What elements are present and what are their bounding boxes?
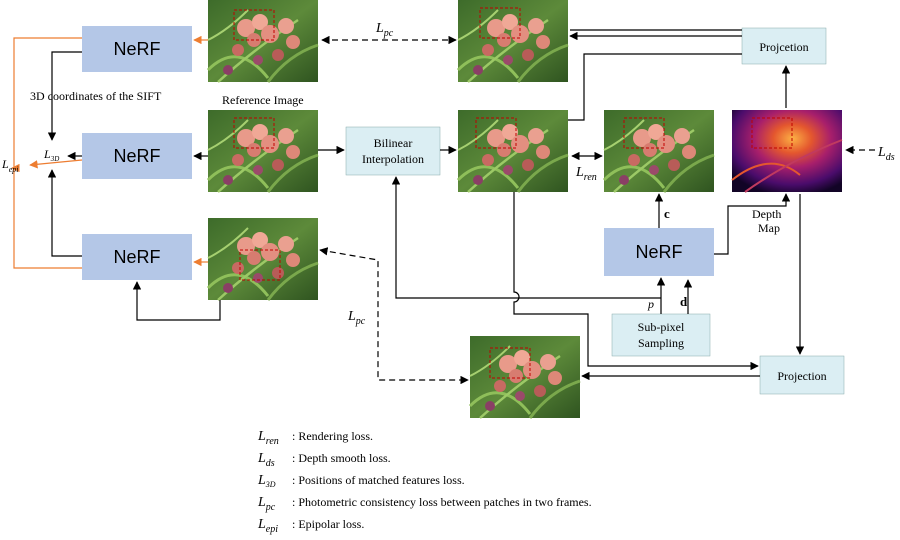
svg-text:Lpc: Lpc bbox=[375, 21, 394, 39]
legend-item-ds: Lds : Depth smooth loss. bbox=[257, 451, 391, 469]
svg-text:Projection: Projection bbox=[777, 369, 826, 383]
svg-text:Lepi: Lepi bbox=[1, 157, 18, 174]
legend-item-3d: L3D : Positions of matched features loss… bbox=[257, 473, 465, 489]
svg-text:Lepi: Lepi bbox=[257, 517, 278, 535]
svg-text:: Photometric consistency loss: : Photometric consistency loss between p… bbox=[292, 495, 592, 509]
svg-text:L3D: L3D bbox=[257, 473, 276, 489]
image-top-right bbox=[456, 0, 570, 84]
dashed-arrows bbox=[319, 35, 875, 385]
legend-item-pc: Lpc : Photometric consistency loss betwe… bbox=[257, 495, 592, 513]
d-label: d bbox=[680, 294, 688, 309]
svg-text:NeRF: NeRF bbox=[635, 242, 682, 262]
svg-text:Lds: Lds bbox=[877, 145, 895, 163]
lpc-bottom-label: Lpc bbox=[347, 309, 366, 327]
l3d-label: L3D bbox=[43, 147, 59, 163]
depth-map-label-1: Depth bbox=[752, 207, 781, 221]
svg-text:Projcetion: Projcetion bbox=[759, 40, 808, 54]
nerf-box-bottom: NeRF bbox=[82, 234, 192, 280]
depth-map-image bbox=[731, 110, 843, 193]
depth-map-label-2: Map bbox=[758, 221, 780, 235]
projection-box-top: Projcetion bbox=[741, 27, 827, 65]
svg-text:Sub-pixel: Sub-pixel bbox=[638, 320, 685, 334]
c-label: c bbox=[664, 206, 670, 221]
image-interpolated bbox=[456, 108, 570, 194]
lds-label: Lds bbox=[877, 145, 895, 163]
svg-text:L3D: L3D bbox=[43, 147, 59, 163]
svg-text:Sampling: Sampling bbox=[638, 336, 684, 350]
svg-text:NeRF: NeRF bbox=[113, 39, 160, 59]
epipolar-arrows bbox=[11, 35, 208, 269]
svg-text:NeRF: NeRF bbox=[113, 247, 160, 267]
svg-text:Lren: Lren bbox=[575, 165, 597, 183]
projection-box-bottom: Projection bbox=[759, 355, 845, 395]
lepi-label: Lepi bbox=[1, 157, 18, 174]
svg-text:: Rendering loss.: : Rendering loss. bbox=[292, 429, 373, 443]
legend-item-epi: Lepi : Epipolar loss. bbox=[257, 517, 364, 535]
nerf-box-right: NeRF bbox=[604, 228, 714, 276]
nerf-box-top: NeRF bbox=[82, 26, 192, 72]
svg-text:Lds: Lds bbox=[257, 451, 275, 469]
nerf-box-mid: NeRF bbox=[82, 133, 192, 179]
legend: Lren : Rendering loss. Lds : Depth smoot… bbox=[257, 429, 592, 535]
lren-label: Lren bbox=[575, 165, 597, 183]
svg-text:Lren: Lren bbox=[257, 429, 279, 447]
bilinear-interpolation-box: Bilinear Interpolation bbox=[345, 126, 441, 176]
reference-image-label: Reference Image bbox=[222, 93, 304, 107]
svg-text:Lpc: Lpc bbox=[257, 495, 276, 513]
svg-text:Bilinear: Bilinear bbox=[374, 136, 413, 150]
reference-image bbox=[206, 108, 320, 194]
svg-text:Lpc: Lpc bbox=[347, 309, 366, 327]
image-top-left bbox=[206, 0, 320, 84]
image-bottom-center bbox=[468, 334, 582, 420]
p-label: p bbox=[647, 297, 654, 311]
image-rendered bbox=[602, 108, 716, 194]
svg-text:: Positions of matched feature: : Positions of matched features loss. bbox=[292, 473, 465, 487]
svg-text:: Epipolar loss.: : Epipolar loss. bbox=[292, 517, 364, 531]
image-bottom-left bbox=[206, 216, 320, 302]
sift-label: 3D coordinates of the SIFT bbox=[30, 89, 162, 103]
svg-text:: Depth smooth loss.: : Depth smooth loss. bbox=[292, 451, 391, 465]
subpixel-sampling-box: Sub-pixel Sampling bbox=[611, 313, 711, 357]
lpc-top-label: Lpc bbox=[375, 21, 394, 39]
svg-text:Interpolation: Interpolation bbox=[362, 152, 424, 166]
legend-item-ren: Lren : Rendering loss. bbox=[257, 429, 373, 447]
svg-text:NeRF: NeRF bbox=[113, 146, 160, 166]
